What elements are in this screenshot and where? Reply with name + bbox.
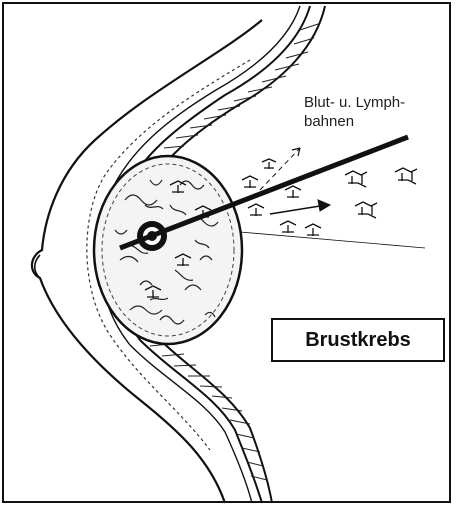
- vessels-label-line1: Blut- u. Lymph-: [304, 94, 405, 111]
- vessels-label: Blut- u. Lymph- bahnen: [304, 93, 405, 131]
- gland-body: [94, 156, 242, 344]
- vessels-label-line2: bahnen: [304, 113, 354, 130]
- cancer-cell-icon: [345, 168, 417, 187]
- cancer-cell-icon: [242, 159, 377, 218]
- arrow-icon-2: [270, 206, 320, 214]
- title-box: Brustkrebs: [271, 318, 445, 362]
- diagram-title: Brustkrebs: [305, 329, 411, 352]
